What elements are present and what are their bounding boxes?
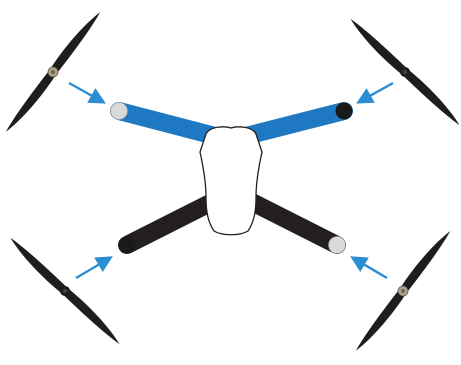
drone-body — [200, 127, 262, 235]
arrow-down-left-icon — [359, 83, 393, 102]
arrow-up-right-icon — [76, 258, 110, 278]
arrow-up-left-icon — [353, 258, 387, 278]
motor-rear-left — [119, 237, 136, 254]
motor-front-left — [111, 103, 128, 120]
propeller-front-right — [349, 10, 461, 133]
motor-rear-right — [329, 237, 346, 254]
arm-front-left — [119, 111, 215, 136]
motor-front-right — [336, 103, 353, 120]
propeller-rear-left — [9, 229, 122, 352]
arm-front-right — [246, 111, 344, 136]
propeller-front-left — [0, 10, 109, 133]
propeller-rear-right — [347, 229, 460, 352]
arrow-down-right-icon — [69, 83, 103, 102]
